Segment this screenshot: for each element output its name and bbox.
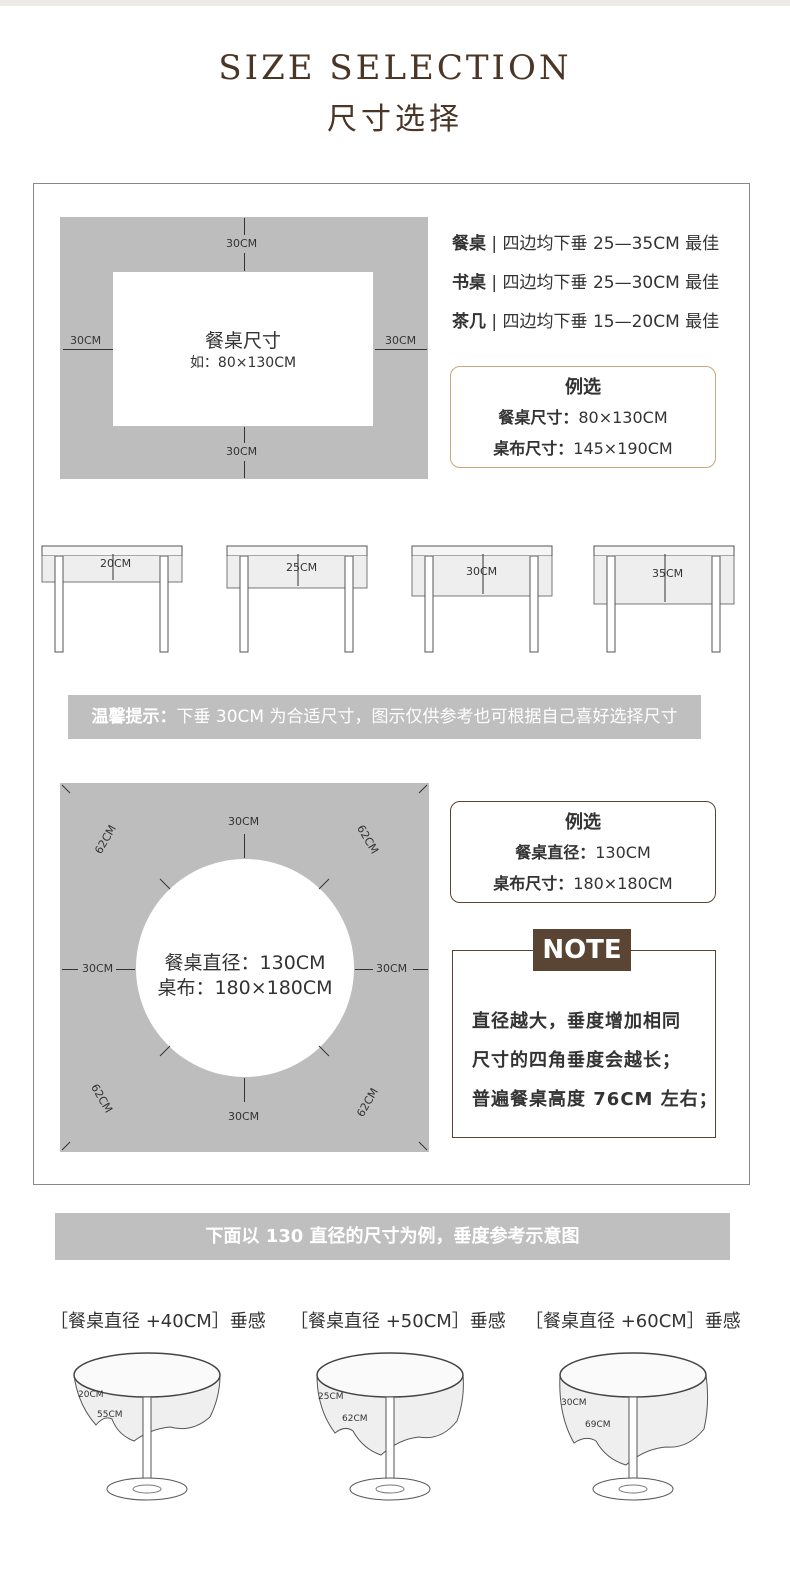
- round-arrow-left: [62, 969, 78, 970]
- page-title-en: SIZE SELECTION: [218, 48, 572, 88]
- content-frame: [33, 183, 750, 1185]
- drop-label-2: 25CM: [286, 561, 318, 574]
- round-dim-right: 30CM: [376, 962, 408, 975]
- round-dim-left: 30CM: [82, 962, 114, 975]
- example-round-title: 例选: [565, 812, 601, 833]
- corner-arrows: [61, 784, 428, 1151]
- example-line-cloth: 桌布尺寸：145×190CM: [493, 439, 673, 458]
- example-round-diameter: 餐桌直径：130CM: [515, 843, 651, 862]
- example-title: 例选: [565, 377, 601, 398]
- round-arrow-left-2: [116, 969, 135, 970]
- note-tag: NOTE: [533, 929, 631, 971]
- round-3-drop-a: 30CM: [561, 1398, 587, 1408]
- dim-arrow-right: [375, 349, 427, 350]
- round-table-illustration-3: [559, 1352, 709, 1501]
- dim-label-right: 30CM: [385, 334, 417, 347]
- round-table-caption-3: ［餐桌直径 +60CM］垂感: [525, 1311, 741, 1332]
- round-3-drop-b: 69CM: [585, 1420, 611, 1430]
- rule-desk: 书桌 | 四边均下垂 25—30CM 最佳: [452, 273, 720, 293]
- drop-label-1: 20CM: [100, 557, 132, 570]
- example-box-round: 例选 餐桌直径：130CM 桌布尺寸：180×180CM: [450, 801, 716, 903]
- drop-diagram-3: [411, 545, 553, 653]
- note-line-3: 普遍餐桌高度 76CM 左右；: [472, 1089, 718, 1110]
- rect-table: [113, 272, 373, 426]
- rect-table-example: 如：80×130CM: [189, 355, 297, 371]
- round-table-caption-2: ［餐桌直径 +50CM］垂感: [290, 1311, 506, 1332]
- drop-label-4: 35CM: [652, 567, 684, 580]
- page-title-zh: 尺寸选择: [327, 102, 463, 137]
- dim-arrow-bottom-2: [244, 461, 245, 478]
- round-table-caption-1: ［餐桌直径 +40CM］垂感: [50, 1311, 266, 1332]
- round-arrow-right-2: [413, 969, 428, 970]
- example-line-table: 餐桌尺寸：80×130CM: [498, 408, 668, 427]
- drop-diagrams: [41, 545, 735, 653]
- round-2-drop-b: 62CM: [342, 1414, 368, 1424]
- note-line-2: 尺寸的四角垂度会越长；: [472, 1050, 681, 1071]
- round-1-drop-a: 20CM: [78, 1390, 104, 1400]
- example-round-cloth: 桌布尺寸：180×180CM: [493, 874, 673, 893]
- dim-label-top: 30CM: [226, 237, 258, 250]
- drop-diagram-2: [226, 545, 368, 653]
- dim-arrow-left: [63, 349, 113, 350]
- rule-dining: 餐桌 | 四边均下垂 25—35CM 最佳: [452, 234, 720, 254]
- tip-banner: 温馨提示：下垂 30CM 为合适尺寸，图示仅供参考也可根据自己喜好选择尺寸: [68, 695, 701, 739]
- round-arrow-right: [355, 969, 373, 970]
- top-strip: [0, 0, 790, 6]
- example-box-rect: 例选 餐桌尺寸：80×130CM 桌布尺寸：145×190CM: [450, 366, 716, 468]
- dim-arrow-top-2: [244, 253, 245, 271]
- dim-arrow-top: [244, 218, 245, 235]
- dim-label-bottom: 30CM: [226, 445, 258, 458]
- dim-arrow-bottom: [244, 427, 245, 443]
- rule-coffee-table: 茶几 | 四边均下垂 15—20CM 最佳: [452, 312, 720, 332]
- round-arrow-top: [244, 834, 245, 858]
- rect-table-title: 餐桌尺寸: [204, 330, 281, 352]
- round-tablecloth-size: 桌布：180×180CM: [157, 977, 333, 999]
- note-line-1: 直径越大，垂度增加相同: [472, 1011, 681, 1032]
- round-table-illustrations: [73, 1352, 709, 1501]
- round-dim-top: 30CM: [228, 815, 260, 828]
- drop-diagram-1: [41, 545, 183, 653]
- drop-diagram-4: [593, 545, 735, 653]
- dim-label-left: 30CM: [70, 334, 102, 347]
- round-dim-bottom: 30CM: [228, 1110, 260, 1123]
- round-arrow-bottom: [244, 1078, 245, 1102]
- round-table-illustration-2: [316, 1352, 464, 1501]
- round-2-drop-a: 25CM: [318, 1392, 344, 1402]
- drop-label-3: 30CM: [466, 565, 498, 578]
- drape-reference-banner: 下面以 130 直径的尺寸为例，垂度参考示意图: [55, 1213, 730, 1260]
- round-table: [136, 859, 354, 1077]
- round-table-illustration-1: [73, 1352, 221, 1501]
- round-table-diameter: 餐桌直径：130CM: [164, 952, 326, 974]
- round-1-drop-b: 55CM: [97, 1410, 123, 1420]
